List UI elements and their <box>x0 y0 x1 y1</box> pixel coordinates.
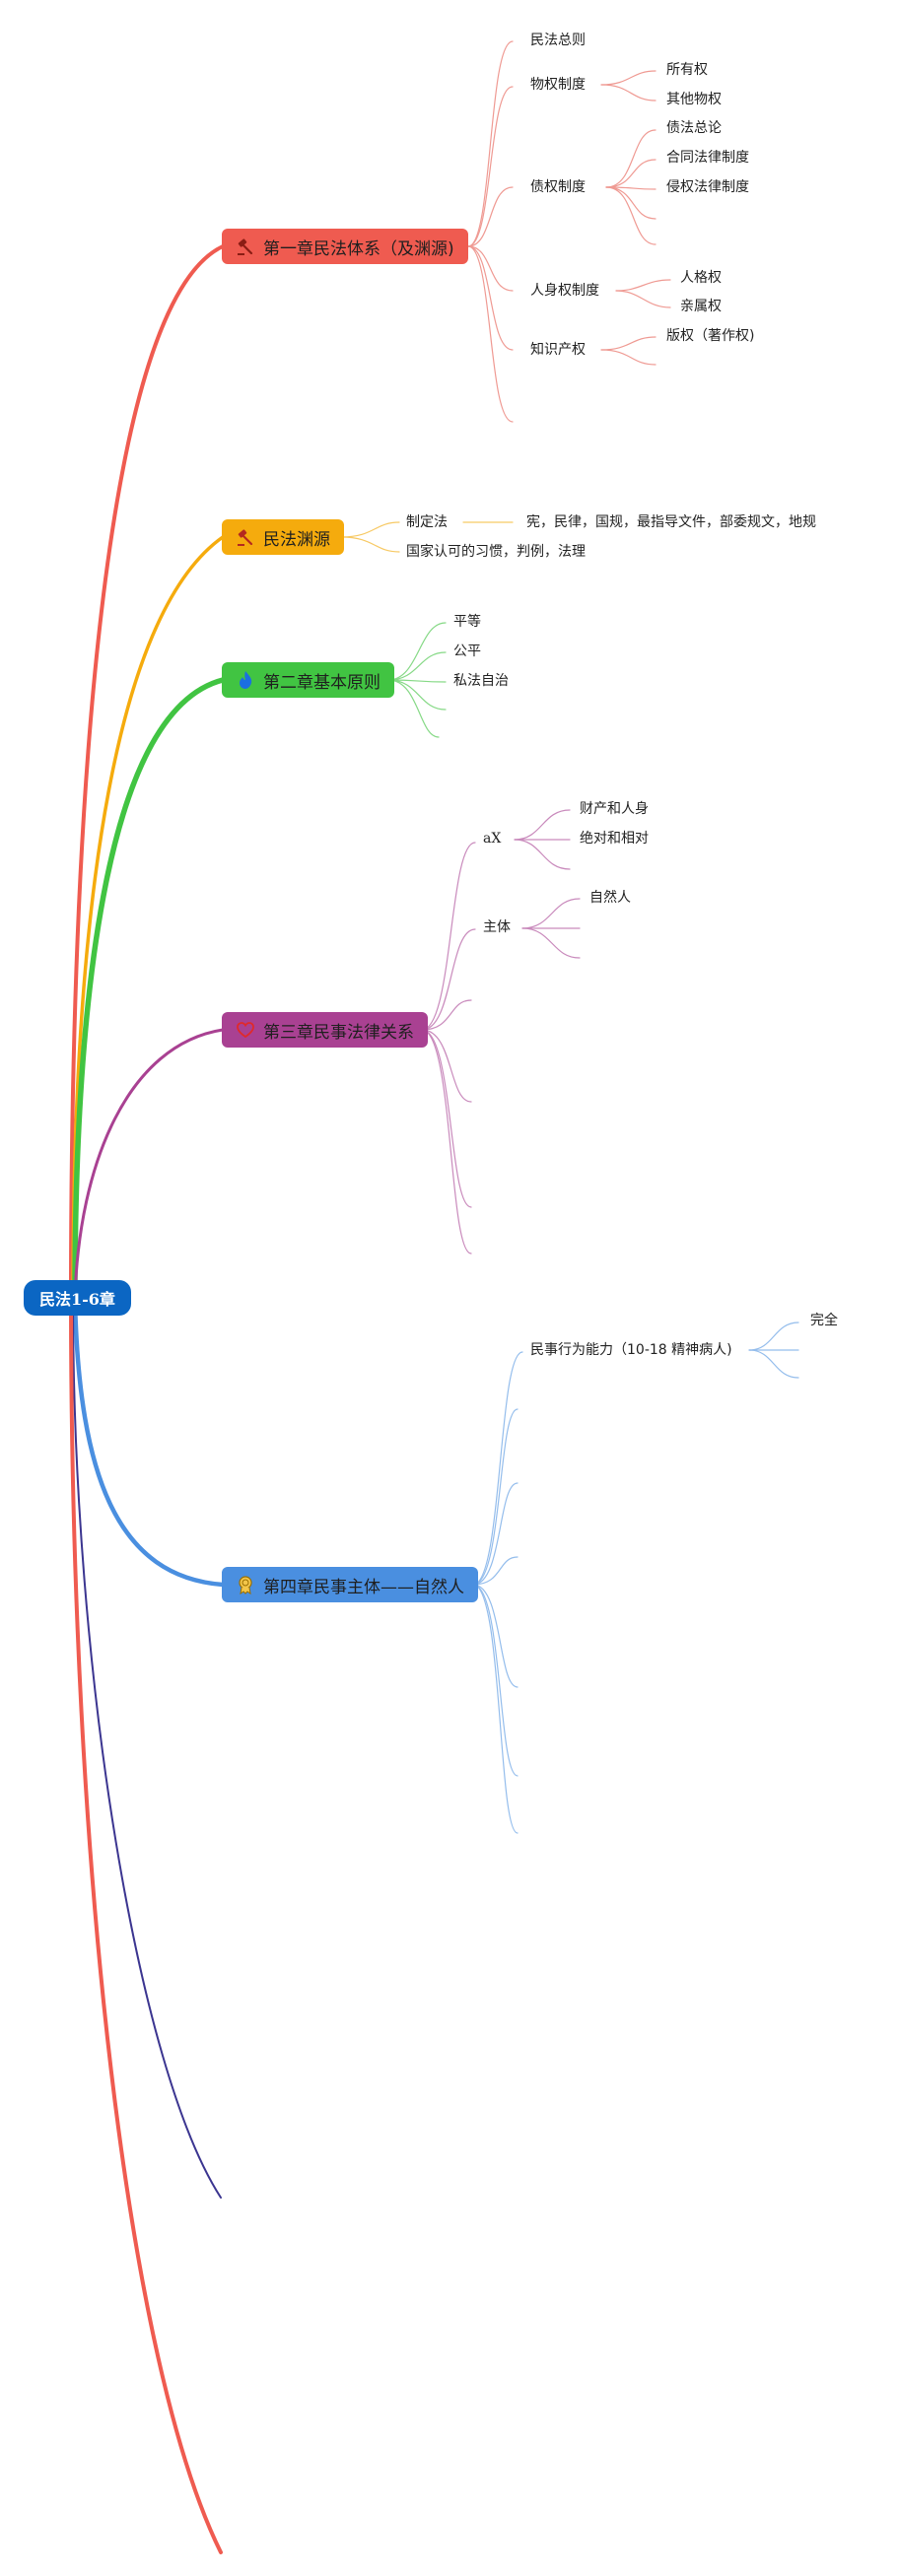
node-fairness[interactable]: 公平 <box>453 644 481 659</box>
branch-label-2: 民法渊源 <box>263 529 330 550</box>
branch-node-3[interactable]: 第二章基本原则 <box>222 662 394 698</box>
branch-node-2[interactable]: 民法渊源 <box>222 519 344 555</box>
node-ax[interactable]: aX <box>483 831 502 847</box>
gavel-icon <box>238 529 253 546</box>
node-statute-law-note[interactable]: 宪，民律，国规，最指导文件，部委规文，地规 <box>526 514 816 530</box>
node-other-property[interactable]: 其他物权 <box>666 92 722 107</box>
branch-line-4 <box>73 1028 225 1301</box>
node-kinship-rights[interactable]: 亲属权 <box>680 299 722 314</box>
branch-line-6 <box>72 1298 222 2199</box>
node-ip[interactable]: 知识产权 <box>530 342 586 358</box>
node-statute-law[interactable]: 制定法 <box>406 514 448 530</box>
node-full-capacity[interactable]: 完全 <box>810 1313 838 1328</box>
node-obligation-general[interactable]: 债法总论 <box>666 120 722 136</box>
node-equality[interactable]: 平等 <box>453 614 481 630</box>
node-civil-capacity[interactable]: 民事行为能力（10-18 精神病人) <box>530 1342 732 1358</box>
node-natural-person[interactable]: 自然人 <box>589 890 631 906</box>
node-civil-general[interactable]: 民法总则 <box>530 33 586 48</box>
node-property-system[interactable]: 物权制度 <box>530 77 586 93</box>
node-property-and-person[interactable]: 财产和人身 <box>580 801 649 817</box>
branch-line-5 <box>72 1296 226 1588</box>
branch-label-4: 第三章民事法律关系 <box>263 1022 414 1043</box>
node-tort-law[interactable]: 侵权法律制度 <box>666 179 749 195</box>
branch-line-7 <box>69 1297 223 2554</box>
medal-icon <box>239 1576 252 1594</box>
node-contract-law[interactable]: 合同法律制度 <box>666 150 749 166</box>
branch-label-5: 第四章民事主体——自然人 <box>263 1577 464 1597</box>
root-label: 民法1-6章 <box>39 1290 115 1309</box>
branch-label-3: 第二章基本原则 <box>263 672 380 693</box>
node-absolute-relative[interactable]: 绝对和相对 <box>580 831 649 847</box>
node-ownership[interactable]: 所有权 <box>666 62 708 78</box>
node-custom-case-law[interactable]: 国家认可的习惯，判例，法理 <box>406 544 586 560</box>
node-subject[interactable]: 主体 <box>483 919 511 935</box>
branch-node-5[interactable]: 第四章民事主体——自然人 <box>222 1567 478 1602</box>
node-obligation-system[interactable]: 债权制度 <box>530 179 586 195</box>
branch-line-2 <box>71 535 225 1301</box>
root-node[interactable]: 民法1-6章 <box>24 1280 131 1316</box>
node-personality-rights[interactable]: 人格权 <box>680 270 722 286</box>
branch-node-1[interactable]: 第一章民法体系（及渊源) <box>222 229 468 264</box>
node-personal-rights[interactable]: 人身权制度 <box>530 283 599 299</box>
branch-line-3 <box>72 677 226 1302</box>
branch-line-1 <box>69 244 225 1301</box>
node-private-autonomy[interactable]: 私法自治 <box>453 673 509 689</box>
branch-node-4[interactable]: 第三章民事法律关系 <box>222 1012 428 1048</box>
branch-label-1: 第一章民法体系（及渊源) <box>263 238 454 259</box>
node-copyright[interactable]: 版权（著作权) <box>666 328 755 344</box>
flame-icon <box>240 671 252 689</box>
gavel-icon <box>238 238 253 255</box>
heart-icon <box>237 1022 254 1039</box>
